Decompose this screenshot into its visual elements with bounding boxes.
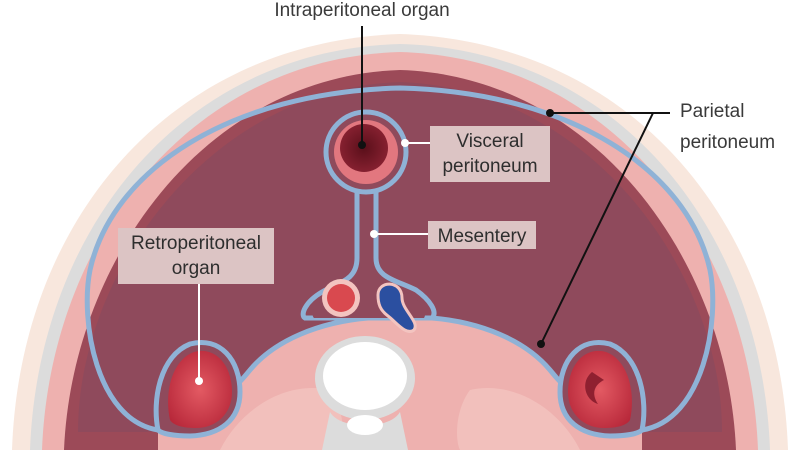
vena-cava [376,282,417,333]
leader-dot-visceral [401,139,409,147]
label-visceral-line1: Visceral [456,131,523,152]
label-parietal-line1: Parietal [680,101,744,122]
spinal-canal [347,415,383,435]
label-intraperitoneal-organ: Intraperitoneal organ [274,0,449,21]
back-muscle-right [457,388,580,450]
label-retro-line1: Retroperitoneal [131,233,261,254]
box-retroperitoneal-organ [118,228,274,284]
leader-dot-parietal-lower [537,340,545,348]
kidney-right-hilum [585,372,604,404]
leader-dot-parietal-upper [546,109,554,117]
back-muscle-left [220,388,343,450]
label-parietal-line2: peritoneum [680,132,775,153]
leader-dot-mesentery [370,230,378,238]
vertebral-body [323,342,407,410]
parietal-peritoneum [84,85,716,433]
leader-dot-retroperitoneal [195,377,203,385]
kidney-left [168,350,232,428]
aorta-lumen [327,284,355,312]
mesentery-core [312,185,426,318]
leader-dot-intraperitoneal [358,141,366,149]
peritoneal-cavity [78,82,722,432]
box-visceral-peritoneum [430,126,550,182]
label-retro-line2: organ [172,258,221,279]
label-mesentery: Mesentery [438,226,527,247]
label-visceral-line2: peritoneum [442,156,537,177]
box-mesentery [428,221,536,249]
leader-parietal-lower [540,112,654,345]
kidney-right [568,350,632,428]
